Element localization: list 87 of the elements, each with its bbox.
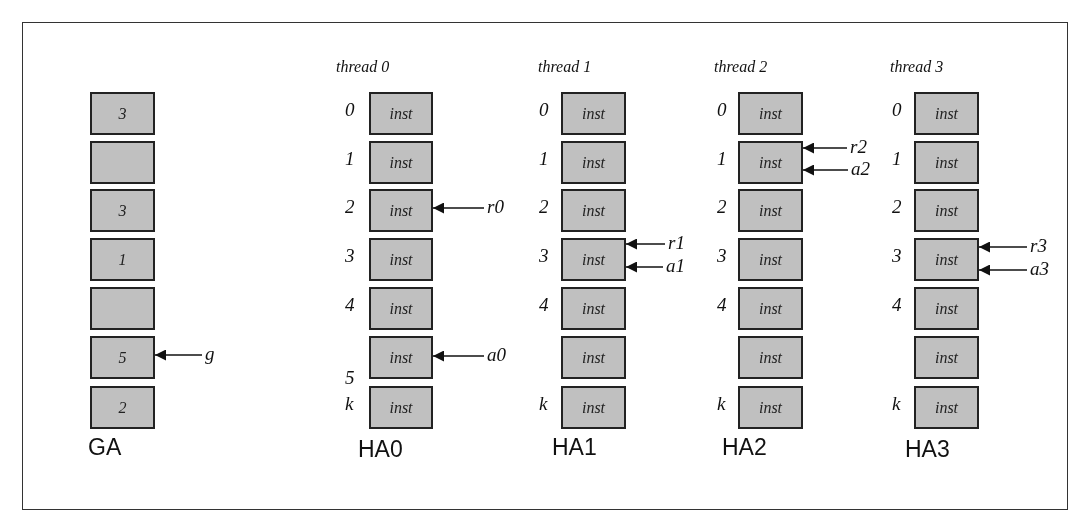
array-cell: 3 <box>90 189 155 232</box>
row-index: 2 <box>892 197 902 217</box>
array-name: GA <box>88 434 122 461</box>
array-cell: inst <box>561 238 626 281</box>
pointer-label: r0 <box>487 197 504 217</box>
array-cell: inst <box>914 238 979 281</box>
pointer-label: a2 <box>851 159 870 179</box>
thread-heading: thread 2 <box>714 58 768 76</box>
row-index: 2 <box>717 197 727 217</box>
row-index: 0 <box>539 100 549 120</box>
row-index: 2 <box>345 197 355 217</box>
arrow <box>802 164 849 176</box>
arrow <box>432 202 485 214</box>
array-cell: inst <box>561 386 626 429</box>
array-cell: inst <box>914 141 979 184</box>
arrow <box>978 241 1028 253</box>
row-index: 1 <box>892 149 902 169</box>
thread-heading: thread 1 <box>538 58 592 76</box>
pointer-label: r3 <box>1030 236 1047 256</box>
pointer-label: r2 <box>850 137 867 157</box>
array-cell: inst <box>738 287 803 330</box>
array-cell: inst <box>369 287 433 330</box>
array-cell: inst <box>914 287 979 330</box>
row-index: k <box>345 394 354 414</box>
array-cell: inst <box>369 336 433 379</box>
pointer-label: r1 <box>668 233 685 253</box>
array-cell: inst <box>914 189 979 232</box>
array-cell: inst <box>738 141 803 184</box>
row-index: 3 <box>345 246 355 266</box>
arrow <box>154 349 203 361</box>
array-cell: inst <box>561 287 626 330</box>
row-index: 3 <box>892 246 902 266</box>
row-index: 4 <box>717 295 727 315</box>
array-name: HA1 <box>552 434 597 461</box>
arrow <box>625 261 664 273</box>
pointer-label: g <box>205 344 215 364</box>
array-name: HA0 <box>358 436 403 463</box>
array-cell: 3 <box>90 92 155 135</box>
array-name: HA2 <box>722 434 767 461</box>
row-index: 1 <box>539 149 549 169</box>
array-cell: inst <box>561 336 626 379</box>
pointer-label: a0 <box>487 345 506 365</box>
arrow <box>978 264 1028 276</box>
array-cell <box>90 287 155 330</box>
row-index: k <box>717 394 726 414</box>
array-cell: 1 <box>90 238 155 281</box>
array-cell: inst <box>561 189 626 232</box>
row-index: k <box>539 394 548 414</box>
row-index: 1 <box>345 149 355 169</box>
array-cell: inst <box>561 141 626 184</box>
array-cell: inst <box>914 386 979 429</box>
array-cell: 5 <box>90 336 155 379</box>
array-cell: inst <box>369 141 433 184</box>
row-index: k <box>892 394 901 414</box>
arrow <box>802 142 848 154</box>
row-index: 1 <box>717 149 727 169</box>
arrow <box>432 350 485 362</box>
array-cell: inst <box>369 386 433 429</box>
row-index: 3 <box>539 246 549 266</box>
row-index: 0 <box>345 100 355 120</box>
array-cell: inst <box>738 336 803 379</box>
array-cell: inst <box>738 238 803 281</box>
row-index: 2 <box>539 197 549 217</box>
array-cell: inst <box>738 386 803 429</box>
array-cell: inst <box>914 336 979 379</box>
thread-heading: thread 0 <box>336 58 390 76</box>
array-cell: 2 <box>90 386 155 429</box>
array-cell: inst <box>369 238 433 281</box>
array-cell: inst <box>369 92 433 135</box>
array-cell: inst <box>914 92 979 135</box>
row-index: 4 <box>892 295 902 315</box>
array-name: HA3 <box>905 436 950 463</box>
arrow <box>625 238 666 250</box>
array-cell <box>90 141 155 184</box>
row-index: 0 <box>717 100 727 120</box>
array-cell: inst <box>369 189 433 232</box>
row-index: 4 <box>539 295 549 315</box>
row-index: 0 <box>892 100 902 120</box>
pointer-label: a3 <box>1030 259 1049 279</box>
thread-heading: thread 3 <box>890 58 944 76</box>
array-cell: inst <box>561 92 626 135</box>
pointer-label: a1 <box>666 256 685 276</box>
array-cell: inst <box>738 92 803 135</box>
array-cell: inst <box>738 189 803 232</box>
row-index: 5 <box>345 368 355 388</box>
row-index: 4 <box>345 295 355 315</box>
row-index: 3 <box>717 246 727 266</box>
